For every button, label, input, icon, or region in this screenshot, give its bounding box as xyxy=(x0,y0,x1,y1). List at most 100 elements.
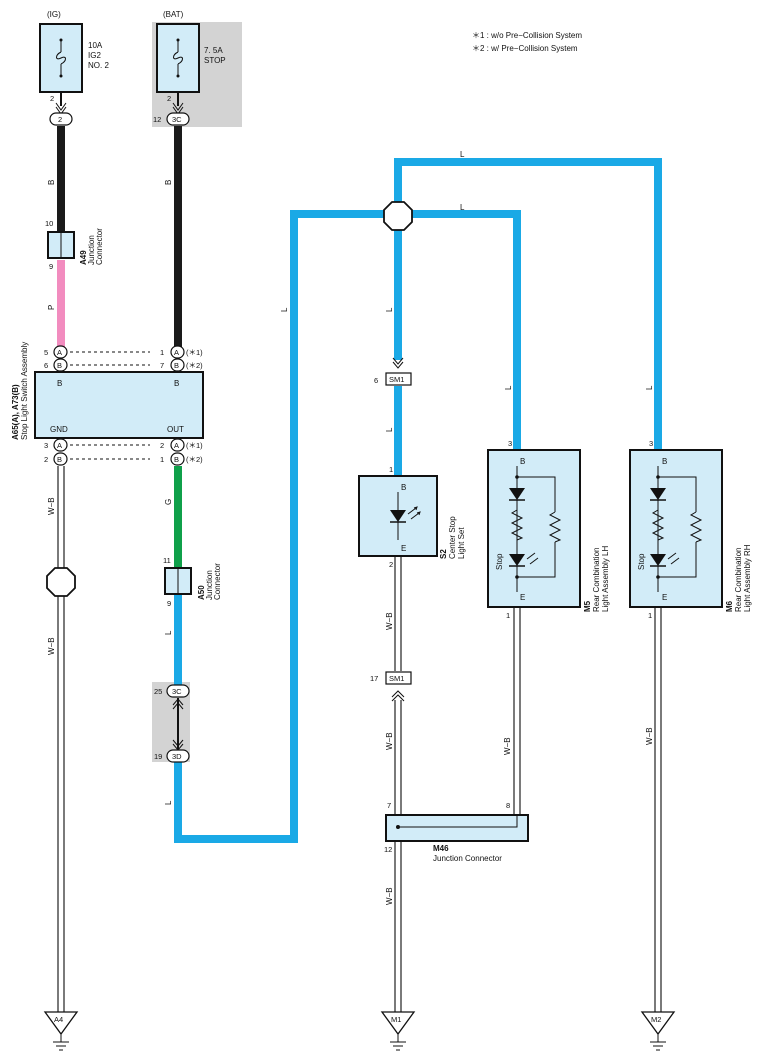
wire-l-main xyxy=(174,210,398,843)
switch-row2-note: (＊2) xyxy=(186,361,203,370)
switch-row1-rcon: A xyxy=(174,348,179,357)
connector-3c-pin: 12 xyxy=(153,115,161,124)
m6-name1: Rear Combination xyxy=(734,548,743,612)
ground-m2: M2 xyxy=(640,1011,676,1051)
m5-name2: Light Assembly LH xyxy=(601,546,610,612)
wire-l-to-m5 xyxy=(398,210,521,450)
sm1-top-label: SM1 xyxy=(389,375,404,384)
switch-code: A65(A), A73(B) xyxy=(11,384,20,440)
m5-pin-top: 3 xyxy=(508,439,512,448)
s2-code: S2 xyxy=(439,549,448,559)
a49-pin-bottom: 9 xyxy=(49,262,53,271)
switch-term-b1: B xyxy=(57,379,62,388)
switch-row4-rcon: B xyxy=(174,455,179,464)
m5-term-e: E xyxy=(520,593,525,602)
fuse-bat-rating: 7. 5A xyxy=(204,46,223,55)
wire-label-wb6: W−B xyxy=(503,737,512,755)
switch-row4-lpin: 2 xyxy=(44,455,48,464)
s2-pin-bottom: 2 xyxy=(389,560,393,569)
a50-pin-bottom: 9 xyxy=(167,599,171,608)
ground-m2-label: M2 xyxy=(651,1015,661,1024)
m46-pin-bottom: 12 xyxy=(384,845,392,854)
fuse-bat-pin: 2 xyxy=(167,94,171,103)
wire-label-wb2: W−B xyxy=(47,637,56,655)
m5-code: M5 xyxy=(583,600,592,612)
ground-a4-label: A4 xyxy=(54,1015,63,1024)
conn-3d-label: 3D xyxy=(172,752,182,761)
fuse-ig-line2: IG2 xyxy=(88,51,101,60)
rear-light-m6: 3 B E Stop 1 M6 Rear Combination Light A… xyxy=(629,439,752,620)
switch-row3-note: (＊1) xyxy=(186,441,203,450)
wire-label-l5: L xyxy=(460,203,465,212)
sm1-bottom-label: SM1 xyxy=(389,674,404,683)
switch-row2-lpin: 6 xyxy=(44,361,48,370)
m46-name: Junction Connector xyxy=(433,854,502,863)
resistor-icon xyxy=(548,511,562,543)
m6-pin-top: 3 xyxy=(649,439,653,448)
switch-row1-lcon: A xyxy=(57,348,62,357)
wire-label-wb3: W−B xyxy=(385,612,394,630)
sm1-top-pin: 6 xyxy=(374,376,378,385)
led-icon xyxy=(390,506,421,523)
switch-row2-rpin: 7 xyxy=(160,361,164,370)
fuse-ig-pin: 2 xyxy=(50,94,54,103)
junction-m46: 7 8 12 M46 Junction Connector xyxy=(384,801,529,863)
wire-wb-group xyxy=(57,466,662,1012)
m5-stop: Stop xyxy=(495,553,504,570)
m46-code: M46 xyxy=(433,844,449,853)
led-icon xyxy=(650,552,680,567)
m6-code: M6 xyxy=(725,600,734,612)
a49-name2: Connector xyxy=(95,228,104,265)
m5-pin-bottom: 1 xyxy=(506,611,510,620)
switch-row3-lpin: 3 xyxy=(44,441,48,450)
m6-term-b: B xyxy=(662,457,667,466)
wire-label-l9: L xyxy=(645,385,654,390)
a49-name1: Junction xyxy=(87,235,96,265)
sm1-bottom-box xyxy=(385,671,412,685)
switch-row1-note: (＊1) xyxy=(186,348,203,357)
switch-row3-rcon: A xyxy=(174,441,179,450)
ground-m1-label: M1 xyxy=(391,1015,401,1024)
ground-icon xyxy=(53,1034,69,1051)
conn-3d-pin: 19 xyxy=(154,752,162,761)
wire-label-l4: L xyxy=(460,150,465,159)
ground-m1-triangle-icon xyxy=(380,1011,416,1036)
fuse-bat: (BAT) 7. 5A STOP 2 12 3C xyxy=(153,10,226,126)
m6-stop: Stop xyxy=(637,553,646,570)
resistor-icon xyxy=(651,509,665,541)
switch-term-gnd: GND xyxy=(50,425,68,434)
switch-name: Stop Light Switch Assembly xyxy=(20,342,29,440)
switch-box xyxy=(34,371,204,439)
m5-name1: Rear Combination xyxy=(592,548,601,612)
wire-label-l8: L xyxy=(504,385,513,390)
fuse-symbol-icon xyxy=(173,51,183,65)
wire-label-l2: L xyxy=(164,800,173,805)
wire-label-wb4: W−B xyxy=(385,732,394,750)
s2-name1: Center Stop xyxy=(448,516,457,559)
switch-row4-rpin: 1 xyxy=(160,455,164,464)
stop-light-switch: 5 A 1 A (＊1) 6 B 7 B (＊2) B B GND OUT A6… xyxy=(11,342,204,466)
bat-label: (BAT) xyxy=(163,10,184,19)
splice-point-icon xyxy=(46,567,76,597)
s2-term-e: E xyxy=(401,544,406,553)
connector-sm1-bottom: 17 SM1 xyxy=(370,671,412,702)
resistor-icon xyxy=(689,511,703,543)
wire-l-to-m6 xyxy=(394,158,662,450)
resistor-icon xyxy=(510,509,524,541)
conn-3c-pill xyxy=(166,684,190,698)
switch-row3-rpin: 2 xyxy=(160,441,164,450)
m6-box xyxy=(629,449,723,608)
m46-pin-right: 8 xyxy=(506,801,510,810)
conn-3c-pin: 25 xyxy=(154,687,162,696)
ground-icon xyxy=(650,1034,666,1051)
wire-label-wb5: W−B xyxy=(385,887,394,905)
conn-3c-label: 3C xyxy=(172,687,182,696)
s2-name2: Light Set xyxy=(457,527,466,559)
ground-icon xyxy=(390,1034,406,1051)
connector-2-label: 2 xyxy=(58,115,62,124)
connector-2-pill xyxy=(49,112,73,126)
ground-m1: M1 xyxy=(380,1011,416,1051)
diode-icon xyxy=(509,488,525,500)
a50-pin-top: 11 xyxy=(163,556,171,565)
switch-term-out: OUT xyxy=(167,425,184,434)
